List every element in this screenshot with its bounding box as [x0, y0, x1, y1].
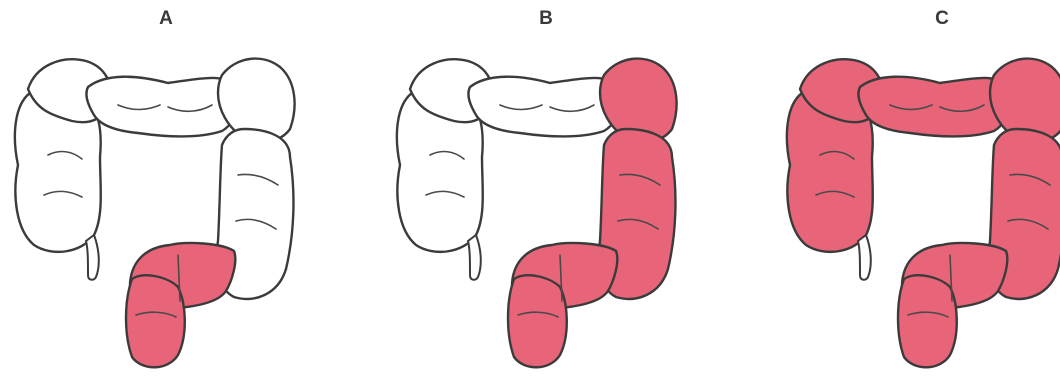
segment-rectum: [126, 275, 185, 367]
appendix-b: [468, 235, 481, 280]
panel-label-b: B: [396, 8, 696, 30]
panel-b: B: [390, 0, 690, 376]
segment-rectum: [508, 275, 567, 367]
segment-transverse: [858, 77, 1009, 137]
panel-label-a: A: [16, 8, 316, 30]
panel-label-c: C: [792, 8, 1060, 30]
segment-transverse: [86, 77, 237, 137]
appendix-c: [858, 235, 871, 280]
colon-diagram-b: [390, 45, 690, 375]
colon-a: [15, 59, 295, 368]
colon-diagram-a: [8, 45, 308, 375]
colon-c: [787, 59, 1060, 368]
colon-diagram-c: [780, 45, 1060, 375]
colon-b: [397, 59, 677, 368]
segment-rectum: [898, 275, 957, 367]
panel-c: C: [780, 0, 1060, 376]
appendix-a: [86, 235, 99, 280]
panel-a: A: [8, 0, 308, 376]
segment-transverse: [468, 77, 619, 137]
